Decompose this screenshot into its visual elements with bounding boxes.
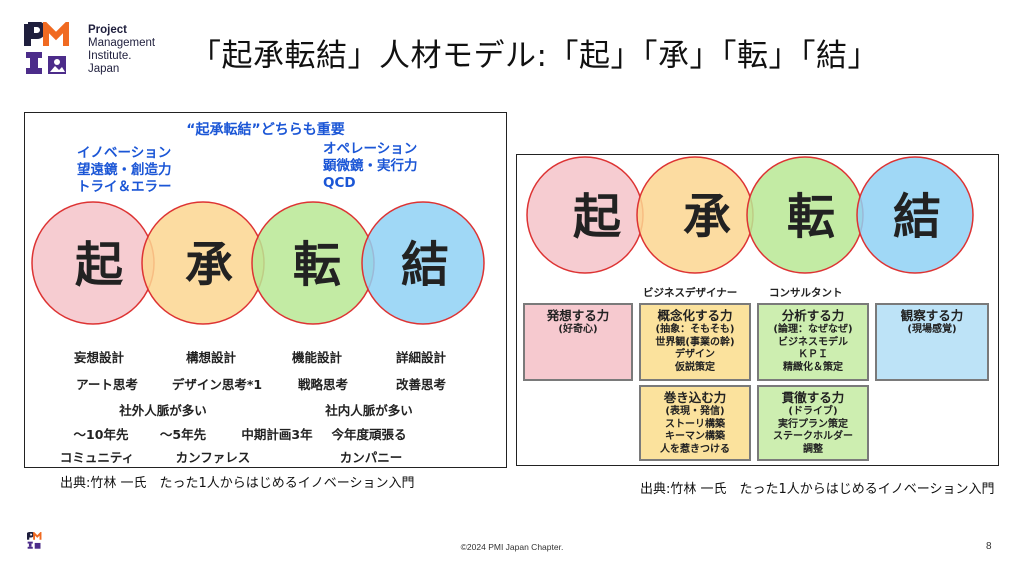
box-line: (表現・発信) — [665, 406, 725, 417]
box-bunseki: 分析する力 (論理：なぜなぜ) ビジネスモデル ＫＰＩ 精緻化＆策定 — [757, 303, 869, 381]
circle-label-ketsu: 結 — [401, 237, 449, 293]
box-title: 概念化する力 — [657, 308, 733, 323]
right-model-diagram: 起 承 転 結 ビジネスデザイナー コンサルタント 発想する力 (好奇心) 概念… — [516, 154, 999, 466]
footer-pmi-logo-icon — [27, 532, 42, 549]
label-external-network: 社外人脈が多い — [119, 403, 207, 418]
label-design: デザイン思考*1 — [171, 377, 263, 392]
box-line: キーマン構築 — [665, 431, 725, 442]
label-conference: カンファレス — [175, 450, 251, 465]
logo-line: Japan — [88, 63, 120, 75]
box-line: ＫＰＩ — [798, 349, 828, 360]
label-art: アート思考 — [76, 377, 138, 392]
box-line: (ドライブ) — [788, 406, 838, 417]
operation-notes: オペレーション 顕微鏡・実行力 QCD — [323, 141, 418, 192]
box-title: 分析する力 — [781, 308, 845, 323]
label-kousou: 構想設計 — [185, 350, 237, 365]
source-right: 出典:竹林 一氏 たった1人からはじめるイノベーション入門 — [640, 482, 995, 497]
logo-text: Project Management Institute. Japan — [88, 24, 155, 76]
pmi-japan-logo: Project Management Institute. Japan — [22, 22, 182, 82]
box-line: 調整 — [803, 443, 823, 455]
label-10-years: 〜10年先 — [73, 427, 129, 442]
box-line: ビジネスモデル — [778, 336, 848, 348]
circle-label-ten: 転 — [787, 189, 835, 245]
label-5-years: 〜5年先 — [159, 427, 207, 442]
box-line: ストーリ構築 — [665, 418, 725, 430]
circle-label-ketsu: 結 — [893, 189, 941, 245]
circle-label-sho: 承 — [185, 237, 233, 293]
left-model-diagram: “起承転結”どちらも重要 イノベーション 望遠鏡・創造力 トライ＆エラー オペレ… — [24, 112, 507, 468]
copyright: ©2024 PMI Japan Chapter. — [460, 542, 564, 552]
box-line: (論理：なぜなぜ) — [773, 324, 853, 335]
source-left: 出典:竹林 一氏 たった1人からはじめるイノベーション入門 — [60, 476, 415, 491]
right-venn-circles: 起 承 転 結 — [526, 156, 974, 274]
circle-label-ki: 起 — [75, 237, 124, 293]
box-line: (抽象：そもそも) — [655, 324, 735, 335]
circle-label-ki: 起 — [573, 189, 622, 245]
role-consultant: コンサルタント — [769, 287, 843, 299]
pmi-logo-icon — [24, 22, 69, 74]
box-line: (好奇心) — [558, 324, 598, 335]
note-line: イノベーション — [77, 145, 172, 161]
box-line: 仮説策定 — [675, 361, 715, 373]
box-hassou: 発想する力 (好奇心) — [523, 303, 633, 381]
box-line: (現場感覚) — [907, 324, 957, 335]
box-kantetsu: 貫徹する力 (ドライブ) 実行プラン策定 ステークホルダー 調整 — [757, 385, 869, 461]
box-line: 実行プラン策定 — [778, 418, 848, 430]
slide-title: 「起承転結」人材モデル:「起」「承」「転」「結」 — [190, 38, 879, 74]
box-title: 巻き込む力 — [663, 390, 727, 405]
note-line: トライ＆エラー — [77, 179, 172, 195]
label-strategy: 戦略思考 — [297, 377, 349, 392]
innovation-notes: イノベーション 望遠鏡・創造力 トライ＆エラー — [77, 145, 172, 196]
box-line: 世界観(事業の幹) — [655, 336, 735, 348]
page-number: 8 — [986, 541, 992, 552]
label-kinou: 機能設計 — [291, 350, 343, 365]
box-title: 貫徹する力 — [781, 390, 845, 405]
label-kaizen: 改善思考 — [395, 377, 447, 392]
logo-line: Institute. — [88, 50, 132, 62]
box-title: 発想する力 — [546, 308, 610, 323]
circle-label-sho: 承 — [683, 189, 731, 245]
circle-ketsu — [856, 156, 974, 274]
box-line: 精緻化＆策定 — [783, 361, 843, 373]
circle-label-ten: 転 — [293, 237, 341, 293]
label-company: カンパニー — [339, 450, 403, 465]
box-line: ステークホルダー — [773, 431, 853, 442]
box-makikomu: 巻き込む力 (表現・発信) ストーリ構築 キーマン構築 人を惹きつける — [639, 385, 751, 461]
note-line: 顕微鏡・実行力 — [323, 158, 418, 174]
circle-ketsu — [361, 201, 485, 325]
box-gainenka: 概念化する力 (抽象：そもそも) 世界観(事業の幹) デザイン 仮説策定 — [639, 303, 751, 381]
label-shousai: 詳細設計 — [395, 350, 447, 365]
logo-line: Project — [88, 24, 127, 36]
box-title: 観察する力 — [900, 308, 964, 323]
note-line: 望遠鏡・創造力 — [77, 162, 172, 178]
label-mousou: 妄想設計 — [73, 350, 125, 365]
note-line: QCD — [323, 175, 356, 191]
box-kansatsu: 観察する力 (現場感覚) — [875, 303, 989, 381]
left-venn-circles: 起 承 転 結 — [31, 201, 485, 325]
label-midterm: 中期計画3年 — [241, 427, 313, 442]
box-line: デザイン — [675, 349, 715, 360]
label-internal-network: 社内人脈が多い — [325, 403, 413, 418]
box-line: 人を惹きつける — [660, 443, 730, 455]
role-business-designer: ビジネスデザイナー — [643, 287, 738, 299]
diagram-heading: “起承転結”どちらも重要 — [186, 122, 345, 138]
label-community: コミュニティ — [59, 450, 135, 465]
note-line: オペレーション — [323, 141, 418, 157]
label-this-year: 今年度頑張る — [331, 427, 407, 442]
logo-line: Management — [88, 37, 156, 49]
